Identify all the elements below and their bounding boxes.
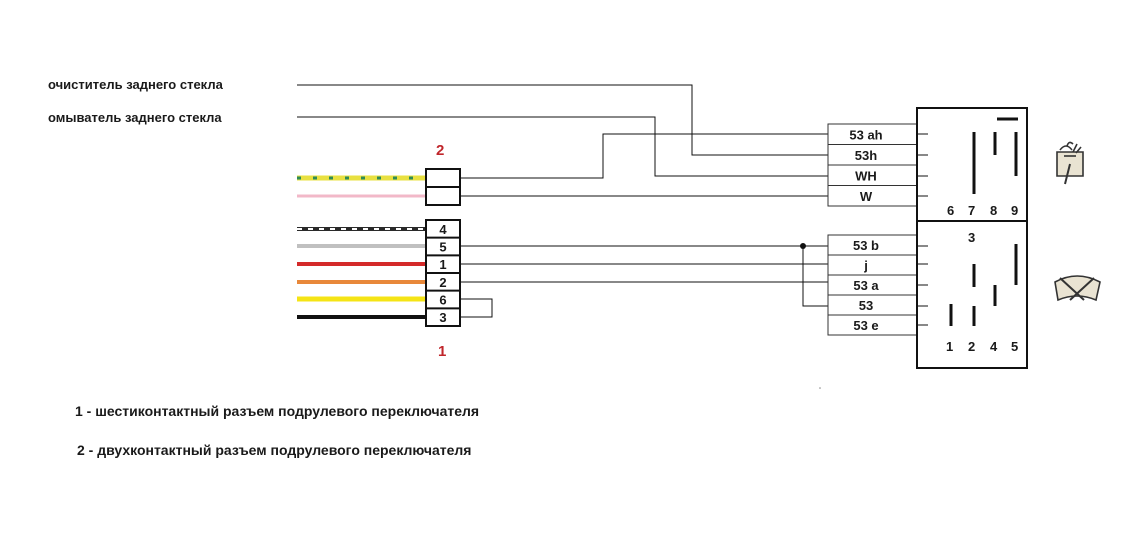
block-num-7: 7 [968,203,975,218]
connector1-pin-1: 1 [439,257,446,272]
connector1-pin-3: 3 [439,310,446,325]
terminal-top-label: WH [855,168,877,183]
terminal-bottom-label: 53 b [853,238,879,253]
terminal-top-label: 53h [855,148,877,163]
block-num-5: 5 [1011,339,1018,354]
wire-rear-wiper [297,84,828,156]
label-rear-wiper: очиститель заднего стекла [48,77,224,92]
block-num-4: 4 [990,339,998,354]
connector1-pin-5: 5 [439,240,446,255]
terminal-top-label: W [860,189,873,204]
switch-block [916,107,1028,369]
jumper-6-3 [460,298,493,318]
block-num-8: 8 [990,203,997,218]
connector1-pin-4: 4 [439,222,447,237]
terminal-bottom-label: 53 [859,298,873,313]
connector1-pin-2: 2 [439,275,446,290]
block-label-3: 3 [968,230,975,245]
junction-dot [800,243,806,249]
terminal-bottom-label: j [863,258,868,273]
connector1-pin-6: 6 [439,293,446,308]
terminal-top-cell [827,185,918,207]
connector1-number: 1 [438,343,446,360]
wire-53 [802,246,828,307]
rear-washer-icon [1056,141,1084,185]
label-rear-washer: омыватель заднего стекла [48,110,222,125]
connector2-number: 2 [436,142,444,159]
terminal-top-label: 53 ah [849,127,882,142]
legend-item-2: 2 - двухконтактный разъем подрулевого пе… [77,442,471,458]
legend-item-1: 1 - шестиконтактный разъем подрулевого п… [75,403,479,419]
switch-bottom-terminals: 53 b j 53 a 53 53 e [827,234,918,336]
terminal-bottom-label: 53 e [853,318,878,333]
block-num-6: 6 [947,203,954,218]
block-num-9: 9 [1011,203,1018,218]
terminal-bottom-cell [827,254,918,276]
connector1-pins: 4 5 1 2 6 3 [426,222,460,325]
rear-wiper-icon [1054,275,1101,302]
terminal-bottom-label: 53 a [853,278,879,293]
wire-53ah [460,133,828,179]
wire-rear-washer [297,116,828,177]
block-num-1: 1 [946,339,953,354]
block-num-2: 2 [968,339,975,354]
